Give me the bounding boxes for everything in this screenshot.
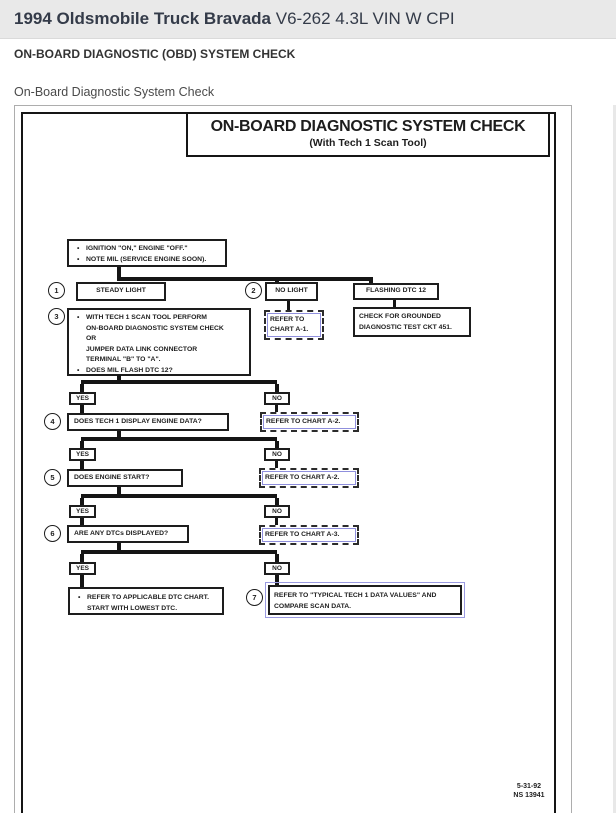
connector-line: [81, 550, 277, 554]
connector-line: [369, 277, 373, 285]
vehicle-title-sub: V6-262 4.3L VIN W CPI: [275, 9, 455, 28]
start-line-1: IGNITION "ON," ENGINE "OFF.": [73, 244, 223, 255]
connector-line: [275, 461, 278, 469]
step-3-line-3: OR: [86, 335, 97, 342]
connector-line: [275, 554, 279, 563]
step-3-bullet-1: WITH TECH 1 SCAN TOOL PERFORM: [73, 313, 247, 324]
flashing-dtc12-box: FLASHING DTC 12: [353, 283, 439, 300]
flowchart-border: [21, 112, 556, 813]
connector-line: [275, 441, 279, 449]
connector-line: [80, 518, 84, 526]
connector-line: [81, 437, 277, 441]
diagram-footer: 5-31-92 NS 13941: [495, 782, 563, 800]
start-box: IGNITION "ON," ENGINE "OFF." NOTE MIL (S…: [67, 239, 227, 267]
refer-chart-a2-link[interactable]: REFER TO CHART A-2.: [260, 412, 359, 432]
yes-box-7: YES: [69, 562, 96, 575]
diagram-scan: ON-BOARD DIAGNOSTIC SYSTEM CHECK (With T…: [14, 105, 572, 813]
flowchart-title: ON-BOARD DIAGNOSTIC SYSTEM CHECK: [210, 118, 526, 135]
vehicle-title-main: 1994 Oldsmobile Truck Bravada: [14, 9, 272, 28]
step-3-bullet-2: DOES MIL FLASH DTC 12?: [73, 366, 247, 377]
vehicle-header: 1994 Oldsmobile Truck Bravada V6-262 4.3…: [0, 0, 616, 39]
yes-box-6: YES: [69, 505, 96, 518]
connector-line: [117, 431, 121, 441]
refer-a1-line-2: CHART A-1.: [270, 326, 309, 333]
vehicle-title: 1994 Oldsmobile Truck Bravada V6-262 4.3…: [14, 9, 455, 29]
step-6-circle: 6: [44, 525, 61, 542]
connector-line: [287, 301, 290, 310]
step-1-circle: 1: [48, 282, 65, 299]
connector-line: [80, 575, 84, 588]
check-grounded-line-1: CHECK FOR GROUNDED: [359, 313, 441, 320]
flowchart-title-box: ON-BOARD DIAGNOSTIC SYSTEM CHECK (With T…: [186, 112, 550, 157]
connector-line: [80, 498, 84, 506]
connector-line: [80, 554, 84, 563]
no-box-7: NO: [264, 562, 290, 575]
connector-line: [117, 375, 121, 384]
figure-label: On-Board Diagnostic System Check: [14, 85, 215, 99]
step-5-question-box: DOES ENGINE START?: [67, 469, 183, 487]
connector-line: [275, 277, 279, 284]
final-yes-line-2: START WITH LOWEST DTC.: [87, 604, 178, 612]
no-box-4: NO: [264, 392, 290, 405]
diagram-date: 5-31-92: [516, 783, 542, 790]
yes-box-4: YES: [69, 392, 96, 405]
step-2-circle: 2: [245, 282, 262, 299]
step-3-box: WITH TECH 1 SCAN TOOL PERFORM ON-BOARD D…: [67, 308, 251, 376]
connector-line: [275, 384, 279, 393]
yes-box-5: YES: [69, 448, 96, 461]
flowchart-subtitle: (With Tech 1 Scan Tool): [309, 137, 427, 149]
final-yes-line-1: REFER TO APPLICABLE DTC CHART.: [74, 593, 222, 604]
connector-line: [275, 498, 279, 506]
diagram-doc-number: NS 13941: [513, 792, 545, 799]
steady-light-box: STEADY LIGHT: [76, 282, 166, 301]
connector-line: [80, 461, 84, 470]
refer-a1-line-1: REFER TO: [270, 316, 305, 323]
step-3-line-5: TERMINAL "B" TO "A".: [86, 356, 161, 363]
connector-line: [117, 487, 121, 497]
refer-chart-a2b-link[interactable]: REFER TO CHART A-2.: [259, 468, 359, 488]
connector-line: [80, 441, 84, 449]
start-line-2: NOTE MIL (SERVICE ENGINE SOON).: [73, 255, 223, 266]
scrollbar-track[interactable]: [613, 105, 616, 813]
step-3-line-2: ON-BOARD DIAGNOSTIC SYSTEM CHECK: [86, 324, 224, 332]
connector-line: [80, 405, 84, 414]
connector-line: [117, 267, 121, 278]
step-4-circle: 4: [44, 413, 61, 430]
step-7-line-1: REFER TO "TYPICAL TECH 1 DATA VALUES" AN…: [274, 592, 437, 599]
connector-line: [81, 494, 277, 498]
step-3-line-4: JUMPER DATA LINK CONNECTOR: [86, 345, 198, 353]
final-yes-box: REFER TO APPLICABLE DTC CHART. START WIT…: [68, 587, 224, 615]
step-6-question-box: ARE ANY DTCs DISPLAYED?: [67, 525, 189, 543]
typical-data-values-link[interactable]: REFER TO "TYPICAL TECH 1 DATA VALUES" AN…: [265, 582, 465, 618]
connector-line: [117, 277, 373, 281]
step-7-line-2: COMPARE SCAN DATA.: [274, 602, 352, 610]
connector-line: [117, 543, 121, 553]
step-3-circle: 3: [48, 308, 65, 325]
check-grounded-box: CHECK FOR GROUNDED DIAGNOSTIC TEST CKT 4…: [353, 307, 471, 337]
check-grounded-line-2: DIAGNOSTIC TEST CKT 451.: [359, 323, 452, 331]
no-box-5: NO: [264, 448, 290, 461]
refer-chart-a1-link[interactable]: REFER TO CHART A-1.: [264, 310, 324, 340]
step-7-circle: 7: [246, 589, 263, 606]
step-4-question-box: DOES TECH 1 DISPLAY ENGINE DATA?: [67, 413, 229, 431]
connector-line: [393, 300, 396, 308]
step-5-circle: 5: [44, 469, 61, 486]
refer-chart-a3-link[interactable]: REFER TO CHART A-3.: [259, 525, 359, 545]
no-box-6: NO: [264, 505, 290, 518]
section-heading: ON-BOARD DIAGNOSTIC (OBD) SYSTEM CHECK: [14, 47, 296, 61]
connector-line: [275, 405, 278, 413]
connector-line: [80, 384, 84, 393]
connector-line: [275, 518, 278, 526]
connector-line: [275, 575, 279, 587]
no-light-box: NO LIGHT: [265, 282, 318, 301]
connector-line: [81, 380, 277, 384]
